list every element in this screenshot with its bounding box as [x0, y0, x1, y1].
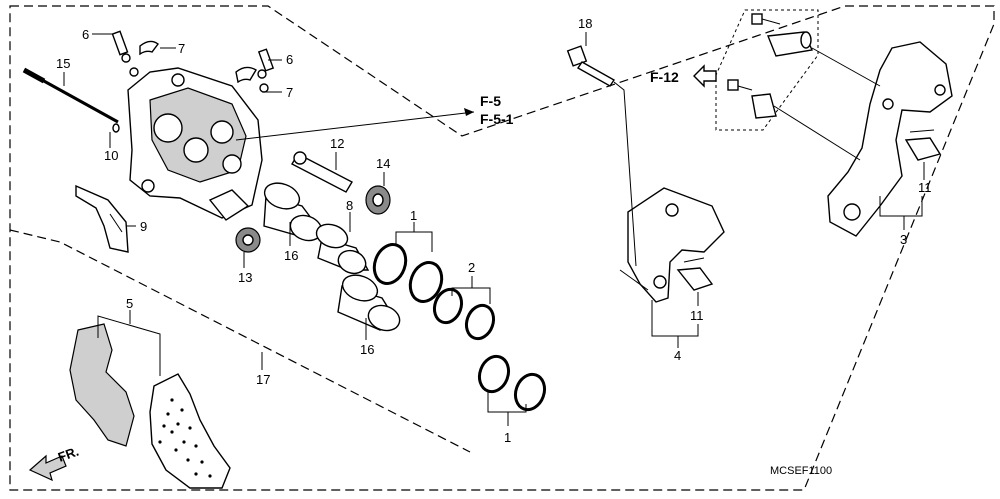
ref-f5-1: F-5-1: [480, 111, 514, 127]
label-part-2: 2: [468, 260, 475, 275]
brake-pad-5-front: [149, 373, 231, 489]
label-part-16-lower: 16: [360, 342, 374, 357]
pad-spring-9: [75, 184, 129, 253]
label-part-3: 3: [900, 232, 907, 247]
pin-clip-10: [112, 123, 120, 133]
label-part-18: 18: [578, 16, 592, 31]
label-part-8: 8: [346, 198, 353, 213]
assembly-outline-inner: [9, 229, 471, 453]
piston-8: [315, 223, 370, 275]
diagram-code: MCSEF1100: [770, 465, 832, 477]
piston-seal-1-lower: [477, 354, 547, 412]
bleeder-6-lower: [257, 48, 275, 79]
caliper-bracket-4: [619, 187, 725, 303]
front-direction-arrow-icon: [28, 454, 67, 482]
boot-13: [235, 227, 261, 253]
label-part-11-lower: 11: [690, 308, 704, 323]
pad-retainer-11-upper: [904, 129, 942, 161]
bleeder-6-upper: [111, 30, 131, 63]
ref-f5: F-5: [480, 93, 501, 109]
label-part-15: 15: [56, 56, 70, 71]
label-part-12: 12: [330, 136, 344, 151]
label-part-17: 17: [256, 372, 270, 387]
label-part-1-upper: 1: [410, 208, 417, 223]
bleeder-cap-7-upper: [129, 40, 159, 77]
pad-retainer-11-lower: [676, 257, 714, 291]
piston-16-upper: [263, 182, 323, 242]
slide-pin-12: [291, 151, 353, 193]
label-part-5: 5: [126, 296, 133, 311]
leader-lines: [63, 32, 925, 426]
f12-bolt-upper: [751, 13, 781, 25]
label-part-16-upper: 16: [284, 248, 298, 263]
caliper-bracket-3: [827, 41, 953, 237]
label-part-7-upper: 7: [178, 41, 185, 56]
label-part-9: 9: [140, 219, 147, 234]
piston-seal-1-upper: [372, 243, 444, 303]
piston-16-lower: [337, 274, 401, 332]
pad-pin-15: [22, 67, 119, 124]
label-part-11-upper: 11: [918, 180, 932, 195]
f12-arrow-icon: [693, 64, 717, 88]
label-part-7-lower: 7: [286, 85, 293, 100]
label-part-13: 13: [238, 270, 252, 285]
label-part-10: 10: [104, 148, 118, 163]
label-part-4: 4: [674, 348, 681, 363]
label-part-14: 14: [376, 156, 390, 171]
dust-seal-2: [432, 287, 496, 341]
mount-bolt-18: [566, 45, 616, 87]
assembly-outline-17: [9, 5, 995, 491]
f12-bolt-lower: [727, 79, 753, 91]
f12-plate-upper: [767, 31, 814, 57]
label-part-6-upper: 6: [82, 27, 89, 42]
label-part-6-lower: 6: [286, 52, 293, 67]
bleeder-cap-7-lower: [235, 66, 269, 93]
f12-plate-lower: [751, 93, 777, 119]
front-label: FR.: [56, 444, 81, 465]
f5-pointer-arrowhead-icon: [464, 108, 474, 116]
boot-14: [365, 185, 391, 215]
caliper-body: [127, 67, 263, 221]
ref-f12: F-12: [650, 69, 679, 85]
brake-pad-5-rear: [69, 323, 135, 447]
label-part-1-lower: 1: [504, 430, 511, 445]
